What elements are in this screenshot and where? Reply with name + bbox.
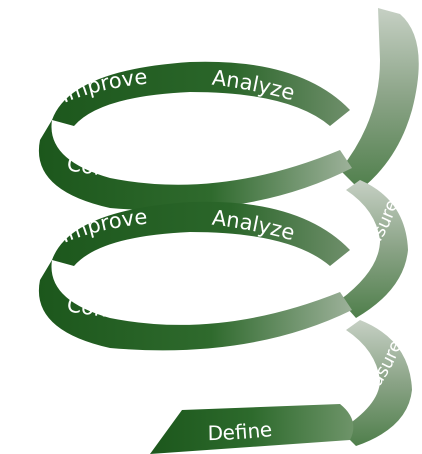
- ribbon-loop2-back: [52, 201, 350, 266]
- ribbon-side-top: [340, 8, 419, 190]
- ribbon-loop2-front: [38, 260, 352, 351]
- ribbon-side-low: [340, 320, 412, 446]
- ribbon-loop1-front: [38, 120, 352, 211]
- ribbon-bottom-tail: [150, 404, 354, 454]
- ribbon-side-mid: [340, 180, 408, 318]
- label-define-3: Define: [207, 417, 273, 445]
- ribbon-loop1-back: [52, 61, 350, 126]
